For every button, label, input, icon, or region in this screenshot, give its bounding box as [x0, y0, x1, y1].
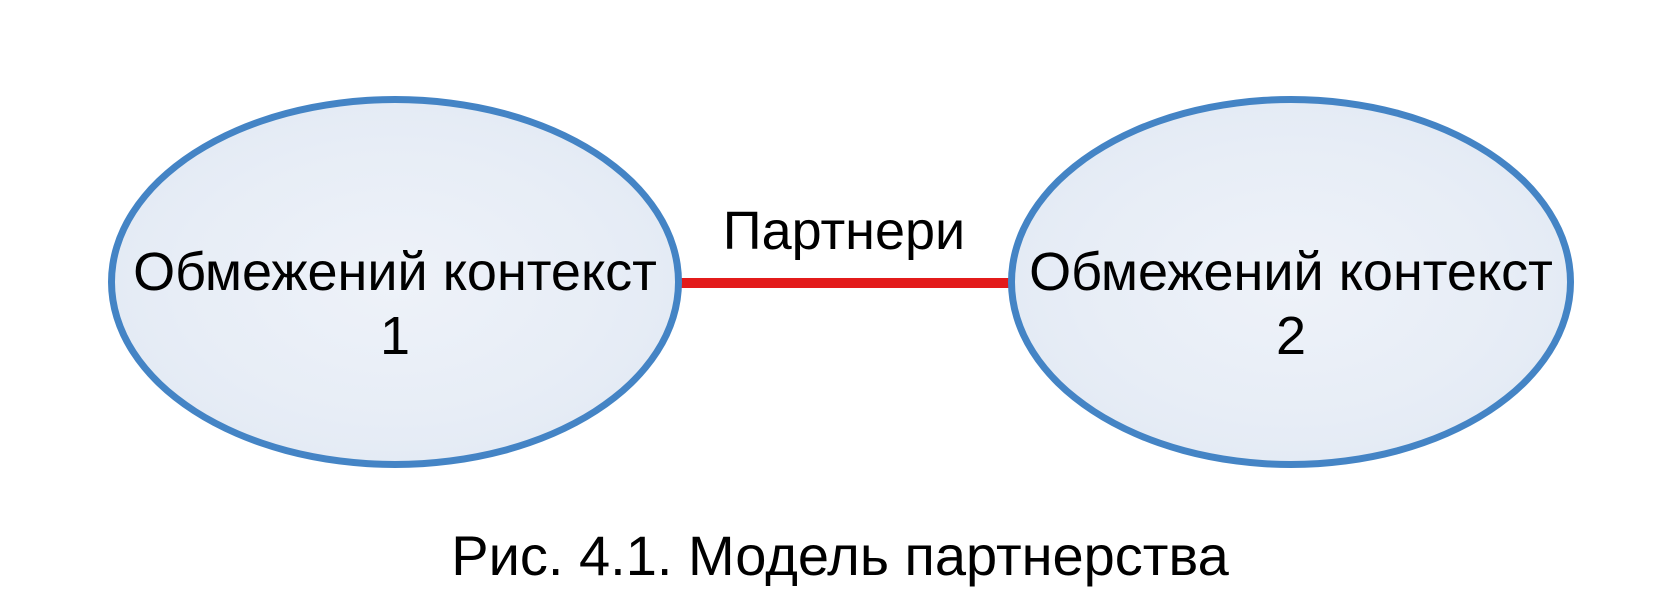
bounded-context-1-ellipse: Обмежений контекст 1 — [108, 96, 682, 468]
bounded-context-2-ellipse: Обмежений контекст 2 — [1008, 96, 1574, 468]
bounded-context-1-label-line2: 1 — [379, 306, 411, 366]
figure-caption: Рис. 4.1. Модель партнерства — [451, 524, 1229, 587]
partners-connector-line — [660, 278, 1030, 288]
bounded-context-2-label: Обмежений контекст 2 — [1029, 240, 1553, 368]
bounded-context-2-label-line1: Обмежений контекст — [1029, 242, 1553, 302]
bounded-context-2-label-line2: 2 — [1275, 306, 1307, 366]
bounded-context-1-label-line1: Обмежений контекст — [133, 242, 657, 302]
bounded-context-1-label: Обмежений контекст 1 — [133, 240, 657, 368]
connector-label: Партнери — [722, 201, 966, 261]
